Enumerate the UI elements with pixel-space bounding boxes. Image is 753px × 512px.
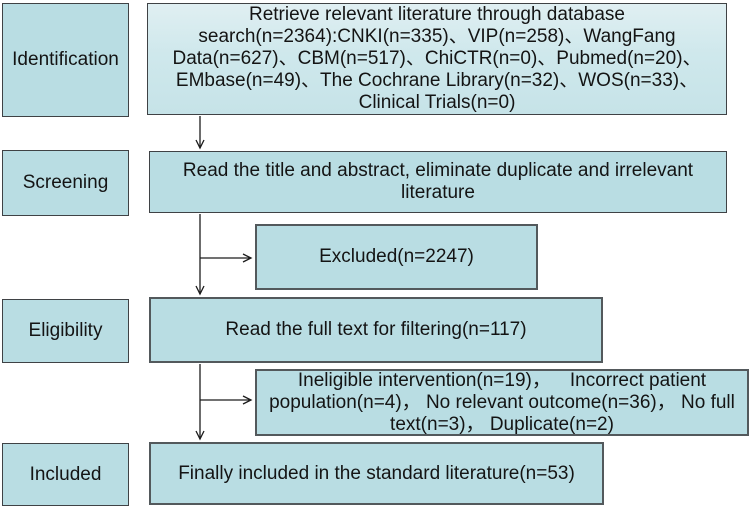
stage-box-eligibility: Eligibility (2, 299, 129, 363)
box-finally-included: Finally included in the standard literat… (149, 442, 604, 505)
box-database-search: Retrieve relevant literature through dat… (147, 3, 727, 115)
stage-box-included: Included (2, 443, 129, 506)
stage-box-screening: Screening (2, 150, 129, 216)
stage-box-identification: Identification (2, 3, 129, 117)
box-excluded: Excluded(n=2247) (255, 224, 538, 290)
box-full-text-filtering: Read the full text for filtering(n=117) (149, 297, 603, 363)
box-ineligible-reasons: Ineligible intervention(n=19)， Incorrect… (255, 369, 749, 436)
box-title-abstract-screening: Read the title and abstract, eliminate d… (149, 151, 727, 213)
